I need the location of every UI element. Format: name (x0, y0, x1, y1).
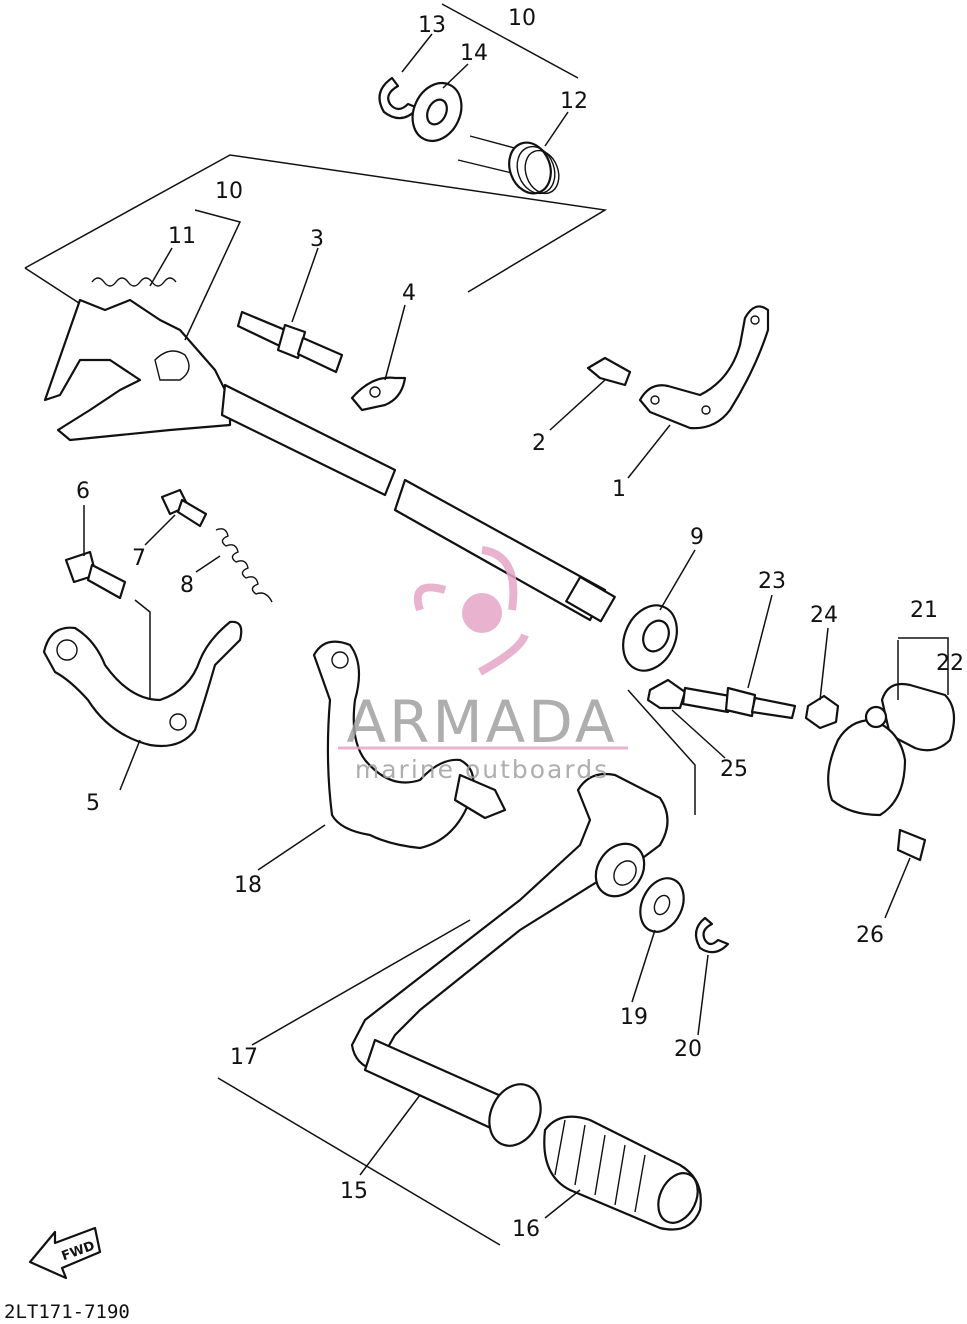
callout-5: 5 (86, 791, 100, 816)
callout-9: 9 (690, 525, 704, 550)
watermark: ARMADA marine outboards (338, 546, 628, 784)
watermark-tagline: marine outboards (355, 755, 609, 784)
lever-part-5 (42, 620, 243, 748)
callout-1: 1 (612, 477, 626, 502)
callout-2: 2 (532, 431, 546, 456)
circlip-part-20 (694, 916, 730, 954)
washer-part-19 (639, 877, 685, 933)
lever-part-18 (312, 640, 507, 850)
forward-arrow-icon: FWD (28, 1226, 102, 1280)
leader-lines (83, 3, 949, 1219)
callout-13: 13 (418, 13, 446, 38)
callout-12: 12 (560, 89, 588, 114)
bracket-part-1 (638, 305, 770, 430)
bolt-part-26 (896, 828, 927, 862)
nut-part-25 (646, 678, 687, 710)
callout-10-left: 10 (215, 179, 243, 204)
callout-16: 16 (512, 1217, 540, 1242)
spring-part-11 (91, 277, 177, 287)
rubber-grip-part-16 (543, 1115, 702, 1231)
callout-labels: 13 10 14 12 10 11 3 4 2 1 6 7 8 9 23 24 … (76, 6, 964, 1242)
callout-24: 24 (810, 603, 838, 628)
nut-part-24 (804, 694, 840, 730)
callout-25: 25 (720, 757, 748, 782)
callout-4: 4 (402, 281, 416, 306)
bolt-part-6 (64, 550, 127, 600)
spring-part-8 (215, 528, 273, 603)
callout-17: 17 (230, 1045, 258, 1070)
callout-10-top: 10 (508, 6, 536, 31)
callout-23: 23 (758, 569, 786, 594)
callout-8: 8 (180, 573, 194, 598)
shift-pedal-part-17 (350, 772, 669, 1072)
shift-shaft-part-10 (43, 298, 616, 623)
callout-20: 20 (674, 1037, 702, 1062)
plate-part-4 (350, 376, 407, 412)
callout-18: 18 (234, 873, 262, 898)
watermark-brand: ARMADA (346, 688, 617, 756)
callout-3: 3 (310, 227, 324, 252)
bolt-part-2 (586, 356, 632, 387)
joint-part-21 (827, 682, 956, 817)
torsion-spring-part-12 (457, 135, 560, 195)
callout-6: 6 (76, 479, 90, 504)
callout-21: 21 (910, 598, 938, 623)
callout-11: 11 (168, 224, 196, 249)
stud-bolt-part-3 (236, 310, 344, 374)
callout-15: 15 (340, 1179, 368, 1204)
callout-26: 26 (856, 923, 884, 948)
callout-19: 19 (620, 1005, 648, 1030)
washer-part-14 (411, 82, 463, 142)
callout-7: 7 (132, 546, 146, 571)
circlip-part-13 (378, 76, 420, 120)
callout-22: 22 (936, 651, 964, 676)
callout-14: 14 (460, 41, 488, 66)
footpeg-shaft-part-15 (363, 1038, 542, 1147)
diagram-part-code: 2LT171-7190 (4, 1301, 130, 1323)
oil-seal-part-9 (622, 604, 678, 672)
group-box-lower (217, 689, 696, 1246)
rod-part-23 (681, 686, 797, 720)
bolt-part-7 (160, 488, 208, 528)
propeller-logo-icon (413, 546, 529, 676)
